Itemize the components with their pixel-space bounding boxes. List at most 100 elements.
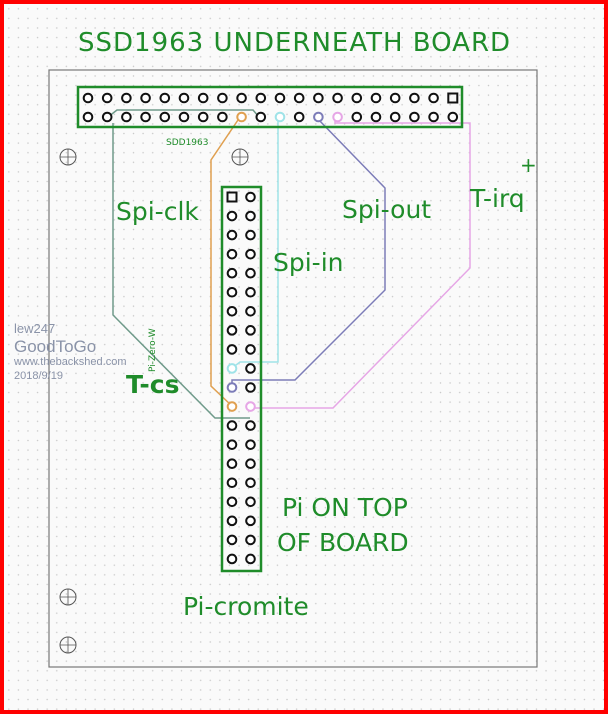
pi-pin — [245, 191, 256, 203]
pi-pin — [245, 325, 256, 336]
pi-pin — [226, 515, 238, 527]
ssd-pin-1 — [447, 92, 459, 104]
pi-pin — [226, 286, 238, 298]
pi-pin — [245, 439, 256, 450]
pi-pin — [245, 267, 256, 279]
t-cs-label: T-cs — [126, 370, 180, 399]
ssd-pin — [313, 92, 324, 104]
pi-pin — [245, 248, 256, 260]
pi-pin — [226, 401, 238, 412]
pi-pin — [245, 515, 256, 527]
pi-pin — [226, 439, 238, 450]
ssd-pin — [274, 92, 286, 104]
ssd-pin — [178, 92, 190, 104]
pi-pin — [226, 344, 238, 355]
ssd-pin — [447, 111, 459, 123]
t-irq-label: T-irq — [470, 184, 525, 213]
pi-pin — [245, 229, 256, 241]
ssd-header-label: SDD1963 — [166, 138, 209, 148]
pi-header — [220, 185, 263, 573]
pi-on-top-label-2: OF BOARD — [277, 528, 409, 557]
board-outline — [48, 69, 538, 668]
ssd-pin — [140, 92, 151, 104]
ssd-pin — [332, 111, 343, 123]
mounting-hole-cross — [60, 637, 76, 653]
trace-spi-clk — [210, 116, 241, 407]
ssd-pin — [217, 111, 228, 123]
watermark-user: lew247 — [14, 321, 56, 336]
ssd-pin — [293, 92, 305, 104]
pi-pin — [226, 210, 238, 222]
pi-pin — [226, 553, 238, 565]
pi-pin — [245, 306, 256, 317]
pi-pin — [245, 496, 256, 508]
ssd-pin — [197, 111, 209, 123]
pi-pin — [245, 553, 256, 565]
ssd-pin — [82, 111, 94, 123]
pi-pin — [226, 229, 238, 241]
ssd-pin — [428, 111, 439, 123]
ssd-pin — [370, 111, 382, 123]
ssd-pin — [236, 111, 247, 123]
pi-pin — [226, 477, 238, 489]
pi-pin — [245, 344, 256, 355]
ssd-pin — [332, 92, 343, 104]
trace-t-irq — [250, 117, 471, 409]
plus-label: + — [520, 153, 537, 177]
ssd-pin — [389, 92, 401, 104]
ssd-pin — [351, 92, 363, 104]
pi-pin — [245, 477, 256, 489]
ssd-pin — [197, 92, 209, 104]
ssd-pin — [101, 92, 113, 104]
pi-pin — [226, 382, 238, 393]
pi-pin — [226, 363, 238, 374]
ssd-pin — [178, 111, 190, 123]
trace-spi-out — [231, 116, 386, 387]
pi-pin — [226, 420, 238, 431]
pi-zero-label: Pi-Zero-W — [148, 328, 158, 372]
pi-pin — [245, 401, 256, 412]
ssd-pin — [101, 111, 113, 123]
watermark-brand: GoodToGo — [14, 337, 97, 356]
ssd-pin — [370, 92, 382, 104]
pi-pin — [226, 306, 238, 317]
mounting-hole-cross — [232, 149, 248, 165]
watermark-date: 2018/9/19 — [14, 370, 63, 382]
ssd-pin — [121, 111, 132, 123]
ssd-pin — [121, 92, 132, 104]
mounting-hole-cross — [60, 589, 76, 605]
ssd-pin — [255, 92, 267, 104]
ssd-pin — [389, 111, 401, 123]
pi-pin — [245, 458, 256, 470]
mounting-hole-cross — [60, 149, 76, 165]
ssd-pin — [293, 111, 305, 123]
watermark-url: www.thebackshed.com — [14, 356, 127, 368]
pi-on-top-label-1: Pi ON TOP — [282, 493, 408, 522]
ssd-pin — [409, 111, 420, 123]
pi-pin — [245, 382, 256, 393]
ssd-pin — [274, 111, 286, 123]
ssd-pin — [313, 111, 324, 123]
ssd-pin — [255, 111, 267, 123]
pi-pin — [245, 534, 256, 546]
pi-pin — [226, 325, 238, 336]
pi-pin — [245, 363, 256, 374]
ssd-pin — [159, 92, 171, 104]
pi-pin-1 — [226, 191, 238, 203]
spi-in-label: Spi-in — [273, 248, 344, 277]
pi-pin — [226, 267, 238, 279]
ssd-pin — [428, 92, 439, 104]
pi-pin — [245, 210, 256, 222]
ssd-pin — [409, 92, 420, 104]
ssd-pin — [159, 111, 171, 123]
ssd-pin — [82, 92, 94, 104]
pi-pin — [226, 534, 238, 546]
pi-pin — [226, 496, 238, 508]
pi-pin — [245, 420, 256, 431]
spi-clk-label: Spi-clk — [116, 197, 199, 226]
ssd-pin — [140, 111, 151, 123]
ssd-pin — [236, 92, 247, 104]
trace-t-cs — [107, 109, 260, 419]
ssd-pin — [351, 111, 363, 123]
